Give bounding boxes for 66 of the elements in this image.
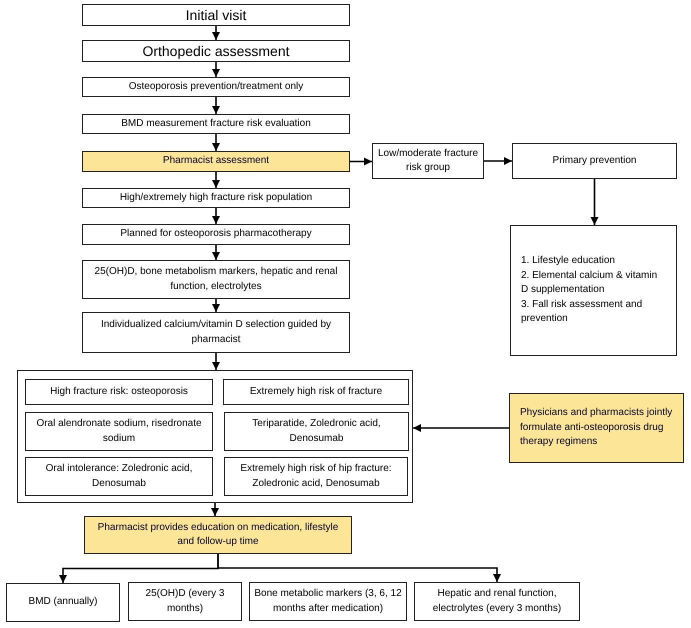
process-box xyxy=(224,457,408,496)
box-text: Oral alendronate sodium, risedronate sodium xyxy=(35,417,203,446)
arrow xyxy=(590,179,598,225)
process-box xyxy=(509,393,684,463)
process-box xyxy=(25,457,213,496)
box-text: High/extremely high fracture risk population xyxy=(120,190,312,205)
box-text: Individualized calcium/vitamin D selection guided by pharmacist xyxy=(100,318,332,346)
process-box xyxy=(82,40,350,62)
process-box xyxy=(25,412,213,451)
arrow xyxy=(413,424,509,432)
process-box xyxy=(82,260,350,299)
process-box xyxy=(414,582,580,621)
arrow xyxy=(211,503,219,516)
box-text: 25(OH)D (every 3 months) xyxy=(144,587,226,616)
box-text: BMD measurement fracture risk evaluation xyxy=(121,116,311,131)
arrow xyxy=(212,134,220,151)
box-text: 2. Elemental calcium & vitamin D supplementation xyxy=(521,268,658,298)
process-box xyxy=(82,151,350,172)
box-text: 3. Fall risk assessment and prevention xyxy=(521,298,644,326)
process-box xyxy=(82,4,350,26)
process-box xyxy=(82,224,350,245)
process-box xyxy=(223,379,409,405)
arrow xyxy=(212,353,220,370)
arrow xyxy=(212,26,220,40)
group-box xyxy=(17,370,413,503)
arrow xyxy=(212,62,220,77)
box-text: Oral intolerance: Zoledronic acid, Denosumab xyxy=(44,462,194,490)
box-text: Planned for osteoporosis pharmacotherapy xyxy=(120,227,312,242)
process-box xyxy=(510,225,677,356)
process-box xyxy=(224,412,409,451)
process-box xyxy=(82,114,350,134)
process-box xyxy=(82,77,350,97)
box-text: Physicians and pharmacists jointly formulate anti-osteoporosis drug therapy regimens xyxy=(520,406,673,450)
process-box xyxy=(372,143,484,179)
box-text: Pharmacist assessment xyxy=(162,154,270,168)
arrow xyxy=(212,97,220,114)
process-box xyxy=(82,188,350,208)
box-text: Bone metabolic markers (3, 6, 12 months after medication) xyxy=(254,587,402,616)
box-text: Extremely high risk of hip fracture: Zoledronic acid, Denosumab xyxy=(239,462,393,490)
arrow xyxy=(350,158,372,166)
process-box xyxy=(6,583,120,622)
box-text: High fracture risk: osteoporosis xyxy=(50,384,188,399)
process-box xyxy=(25,379,213,405)
arrow xyxy=(212,172,220,188)
arrow xyxy=(484,157,512,165)
arrow xyxy=(212,208,220,224)
process-box xyxy=(128,582,242,621)
box-text: BMD (annually) xyxy=(28,595,98,610)
box-text: Pharmacist provides education on medication, lifestyle and follow-up time xyxy=(96,520,340,549)
process-box xyxy=(512,143,677,179)
arrow xyxy=(212,245,220,260)
process-box xyxy=(84,516,352,554)
box-text: Hepatic and renal function, electrolytes (every 3 months) xyxy=(432,587,562,616)
box-text: Low/moderate fracture risk group xyxy=(377,146,479,175)
arrow xyxy=(217,554,501,582)
box-text: Initial visit xyxy=(186,6,246,25)
box-text: 25(OH)D, bone metabolism markers, hepatic and renal function, electrolytes xyxy=(94,265,338,294)
box-text: Orthopedic assessment xyxy=(142,42,290,61)
box-text: 1. Lifestyle education xyxy=(521,254,615,268)
box-text: Primary prevention xyxy=(552,154,636,168)
box-text: Osteoporosis prevention/treatment only xyxy=(128,80,304,94)
box-text: Teriparatide, Zoledronic acid, Denosumab xyxy=(251,417,382,446)
box-text: Extremely high risk of fracture xyxy=(250,384,382,399)
arrow xyxy=(212,299,220,312)
process-box xyxy=(82,312,350,353)
process-box xyxy=(249,582,407,621)
